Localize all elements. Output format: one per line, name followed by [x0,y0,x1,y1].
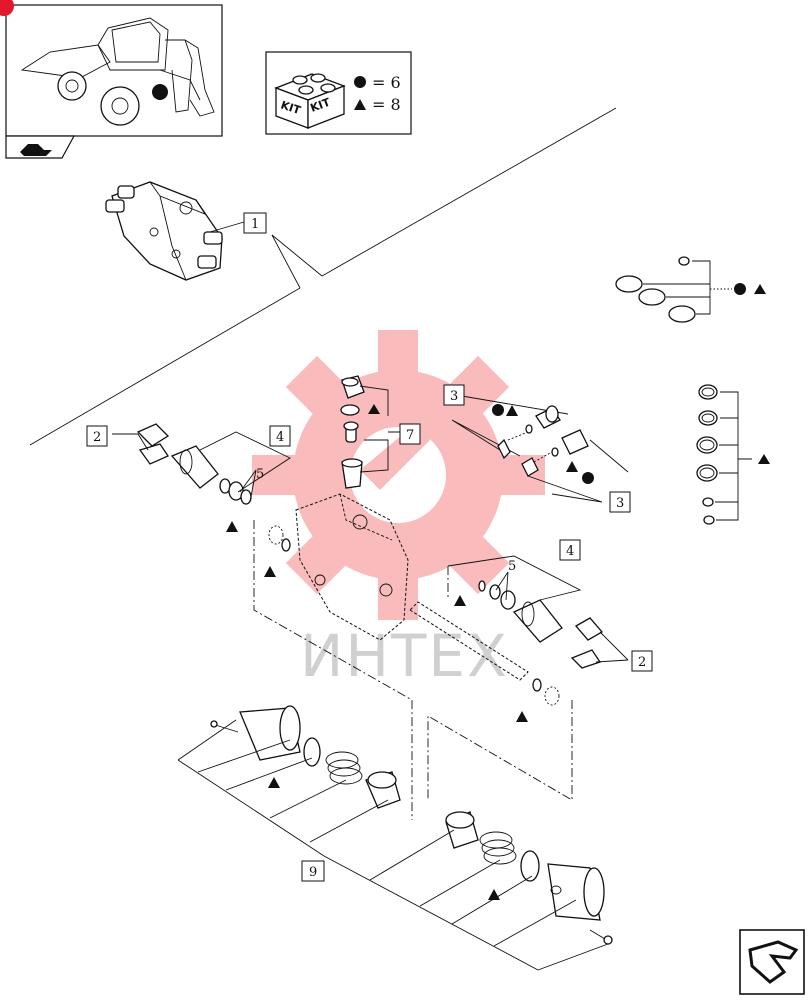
triangle-symbol-icon [368,404,380,414]
triangle-symbol-icon [516,711,528,722]
hand-pointer-next-icon [748,940,799,984]
watermark-gear-logo [252,330,545,620]
location-marker-icon [152,84,168,100]
kit-legend: KIT KIT = 6 = 8 [265,51,412,135]
machine-thumbnail [5,4,223,159]
seal-group-right [696,384,770,525]
triangle-symbol-icon [506,405,518,416]
triangle-symbol-icon [268,777,280,788]
spring-cap-assembly-left [210,705,401,809]
callout-4a: 4 [276,430,284,445]
control-valve-section [105,181,223,281]
assembly-centerlines [253,520,573,820]
triangle-symbol-icon [454,595,466,606]
item-9-leader-lines [177,719,609,971]
triangle-symbol-icon [264,566,276,577]
triangle-symbol-icon [754,284,766,294]
circle-symbol-icon [354,76,366,88]
seal-group-upper-right [615,256,766,323]
triangle-symbol-icon [566,461,578,472]
valve-body [264,493,529,681]
machine-view-icon [20,144,52,156]
callout-5a: 5 [256,467,264,482]
callout-7: 7 [406,428,414,443]
kit-box-icon [274,73,346,129]
right-spool-end-parts [447,555,629,722]
callout-3b: 3 [616,496,624,511]
circle-symbol-icon [492,404,504,416]
callout-5b: 5 [508,559,516,574]
callout-4b: 4 [566,544,574,559]
triangle-symbol-icon [758,454,770,464]
circle-symbol-icon [734,283,746,295]
nav-next-button[interactable] [739,929,805,995]
spool-cap-parts [340,375,400,489]
triangle-symbol-value: = 8 [372,95,401,114]
callout-3a: 3 [450,389,458,404]
circle-symbol-icon [582,472,594,484]
callout-2a: 2 [93,430,101,445]
callout-2b: 2 [638,655,646,670]
relief-valve-parts [451,395,629,503]
left-spool-end-parts [112,423,291,532]
circle-symbol-value: = 6 [372,73,401,92]
callout-1: 1 [251,217,259,232]
assembly-leader-lines [29,107,617,446]
kit-label-left: KIT [279,98,303,117]
triangle-symbol-icon [354,99,366,110]
red-dot-icon [0,0,14,16]
triangle-symbol-icon [226,521,238,532]
watermark-text: ИНТЕХ [300,622,509,690]
callout-9: 9 [309,865,317,880]
